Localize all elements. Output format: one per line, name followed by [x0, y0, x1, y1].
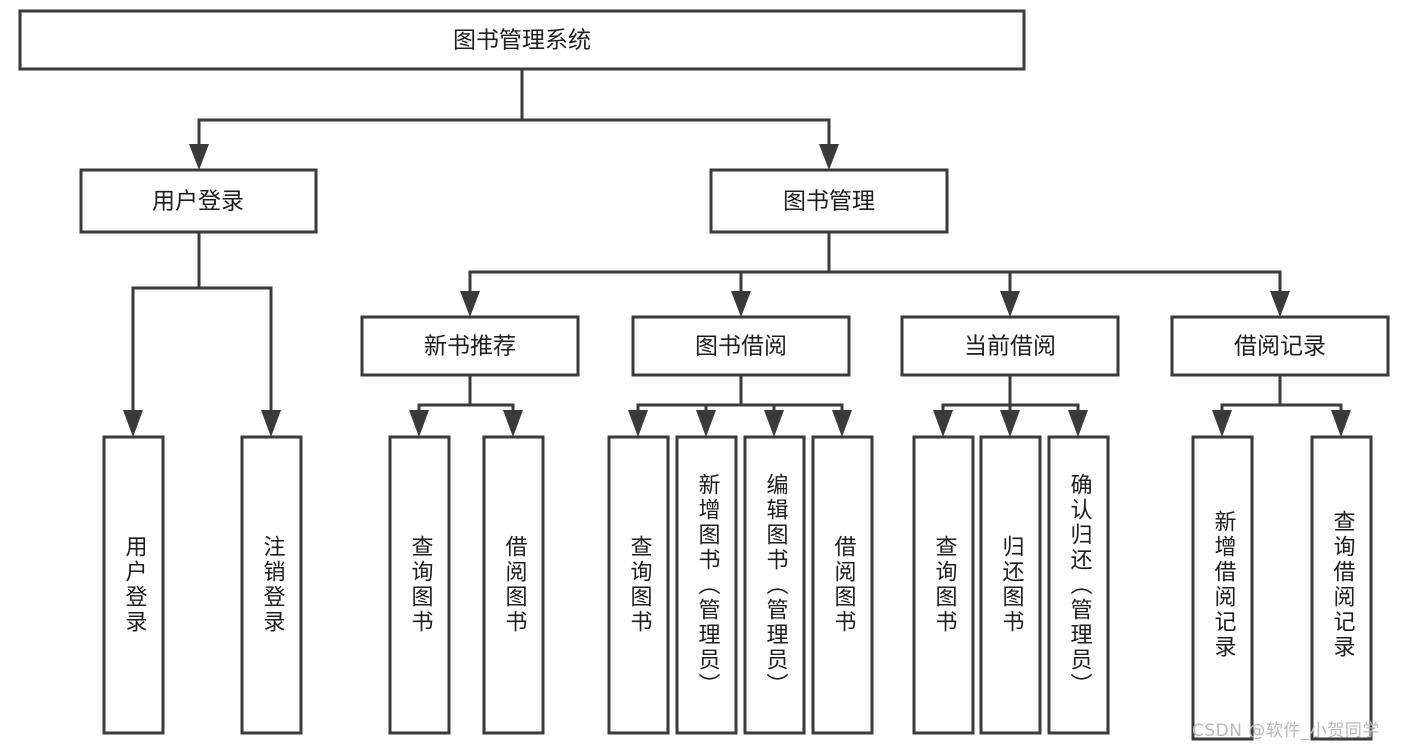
- node-book-management-label: 图书管理: [783, 189, 875, 215]
- arrow-head-borrow-leaf-3: [764, 410, 784, 437]
- node-new-book-recommend-label: 新书推荐: [424, 334, 516, 360]
- leaf-box-new-book-1[interactable]: [388, 435, 451, 735]
- node-new-book-recommend[interactable]: 新书推荐: [360, 315, 580, 377]
- node-borrow-records-box[interactable]: [1170, 315, 1390, 377]
- node-current-borrow-box[interactable]: [900, 315, 1120, 377]
- arrow-head-borrow-leaf-2: [696, 410, 716, 437]
- arrow-head-records-leaf-2: [1331, 410, 1351, 437]
- arrow-head-userlogin-leaf-2: [261, 410, 281, 437]
- watermark-text: CSDN @软件_小贺同学: [1192, 721, 1380, 741]
- node-current-borrow-label: 当前借阅: [964, 334, 1056, 360]
- arrow-head-userlogin-leaf-1: [123, 410, 143, 437]
- arrow-head-bookmgmt: [819, 144, 839, 170]
- node-borrow-records[interactable]: 借阅记录: [1170, 315, 1390, 377]
- leaf-box-borrow-records-2[interactable]: [1310, 435, 1373, 741]
- leaf-box-layer: [102, 435, 1373, 741]
- node-book-borrow-label: 图书借阅: [695, 334, 787, 360]
- arrow-head-userlogin: [189, 144, 209, 170]
- leaf-box-book-borrow-2[interactable]: [675, 435, 738, 735]
- leaf-box-book-borrow-1[interactable]: [607, 435, 670, 735]
- arrow-head-newbook-leaf-2: [503, 410, 523, 437]
- node-book-management-box[interactable]: [709, 168, 949, 234]
- leaf-box-user-login-1[interactable]: [102, 435, 165, 735]
- arrow-head-newbook-leaf-1: [409, 410, 429, 437]
- connector-layer: [123, 67, 1351, 437]
- node-borrow-records-label: 借阅记录: [1234, 334, 1326, 360]
- leaf-box-current-borrow-1[interactable]: [912, 435, 975, 735]
- arrow-head-level3-1: [460, 291, 480, 317]
- arrow-head-current-leaf-1: [933, 410, 953, 437]
- leaf-box-current-borrow-2[interactable]: [979, 435, 1042, 735]
- node-root[interactable]: 图书管理系统: [18, 9, 1026, 71]
- arrow-head-level3-2: [731, 291, 751, 317]
- arrow-head-level3-3: [1000, 291, 1020, 317]
- leaf-box-borrow-records-1[interactable]: [1191, 435, 1254, 741]
- leaf-box-current-borrow-3[interactable]: [1047, 435, 1110, 735]
- leaf-box-book-borrow-3[interactable]: [743, 435, 806, 735]
- node-user-login-box[interactable]: [79, 168, 318, 234]
- arrow-head-borrow-leaf-4: [832, 410, 852, 437]
- node-root-label: 图书管理系统: [453, 28, 591, 54]
- node-book-management[interactable]: 图书管理: [709, 168, 949, 234]
- arrow-head-level3-4: [1270, 291, 1290, 317]
- node-user-login[interactable]: 用户登录: [79, 168, 318, 234]
- arrow-head-current-leaf-3: [1068, 410, 1088, 437]
- node-book-borrow[interactable]: 图书借阅: [631, 315, 851, 377]
- arrow-head-current-leaf-2: [1000, 410, 1020, 437]
- node-book-borrow-box[interactable]: [631, 315, 851, 377]
- leaf-box-user-login-2[interactable]: [240, 435, 303, 735]
- node-user-login-label: 用户登录: [152, 189, 244, 215]
- node-current-borrow[interactable]: 当前借阅: [900, 315, 1120, 377]
- arrow-head-borrow-leaf-1: [628, 410, 648, 437]
- node-new-book-recommend-box[interactable]: [360, 315, 580, 377]
- leaf-box-new-book-2[interactable]: [482, 435, 545, 735]
- arrow-head-records-leaf-1: [1212, 410, 1232, 437]
- node-root-box[interactable]: [18, 9, 1026, 71]
- leaf-box-book-borrow-4[interactable]: [811, 435, 874, 735]
